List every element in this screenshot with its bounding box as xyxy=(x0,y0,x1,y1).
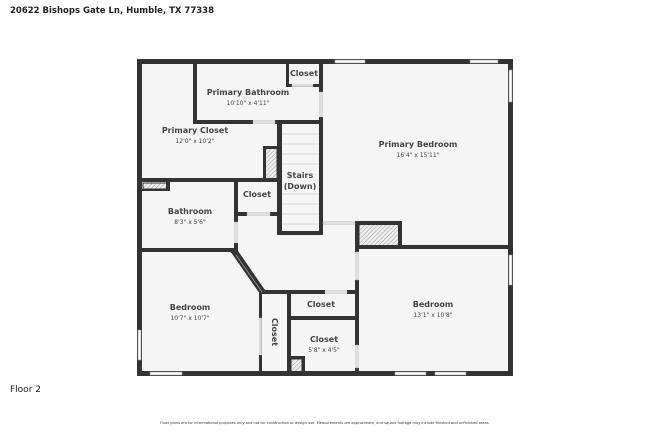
hatched-chase xyxy=(142,182,169,190)
room-label-closet: Closet xyxy=(270,318,279,346)
room-label-primary-bathroom: Primary Bathroom xyxy=(207,88,290,97)
disclaimer: Floor plans are for informational purpos… xyxy=(160,421,490,425)
property-address: 20622 Bishops Gate Ln, Humble, TX 77338 xyxy=(10,6,214,16)
floor-area xyxy=(140,62,510,374)
room-label-stairs: Stairs xyxy=(287,171,314,180)
room-label-bathroom: Bathroom xyxy=(168,207,212,216)
stairs-treads xyxy=(282,133,320,225)
room-label-primary-closet: Primary Closet xyxy=(162,126,229,135)
walls xyxy=(137,59,513,376)
room-label-bedroom: Bedroom xyxy=(170,303,211,312)
hatched-chase xyxy=(358,223,400,247)
room-label-bedroom: Bedroom xyxy=(413,300,454,309)
door-openings xyxy=(234,84,359,369)
hatched-chase xyxy=(264,146,278,180)
room-label-closet: Closet xyxy=(243,190,271,199)
room-dims-primary-bathroom: 10'10" x 4'11" xyxy=(227,100,270,107)
room-dims-bedroom: 10'7" x 10'7" xyxy=(170,315,209,322)
room-dims-primary-closet: 12'0" x 10'2" xyxy=(175,138,214,145)
room-label-closet: Closet xyxy=(307,300,335,309)
room-dims-closet: 5'8" x 4'5" xyxy=(308,347,340,354)
room-label-primary-bedroom: Primary Bedroom xyxy=(379,140,458,149)
room-dims-bathroom: 8'3" x 5'6" xyxy=(174,219,206,226)
room-label-closet: Closet xyxy=(290,69,318,78)
windows xyxy=(137,59,513,376)
hatched-chase xyxy=(290,358,303,373)
room-dims-bedroom: 13'1" x 10'8" xyxy=(413,312,452,319)
room-dims-primary-bedroom: 16'4" x 15'11" xyxy=(397,152,440,159)
room-label-closet: Closet xyxy=(310,335,338,344)
floor-label: Floor 2 xyxy=(10,385,41,395)
room-label-stairs-down: (Down) xyxy=(284,182,317,191)
